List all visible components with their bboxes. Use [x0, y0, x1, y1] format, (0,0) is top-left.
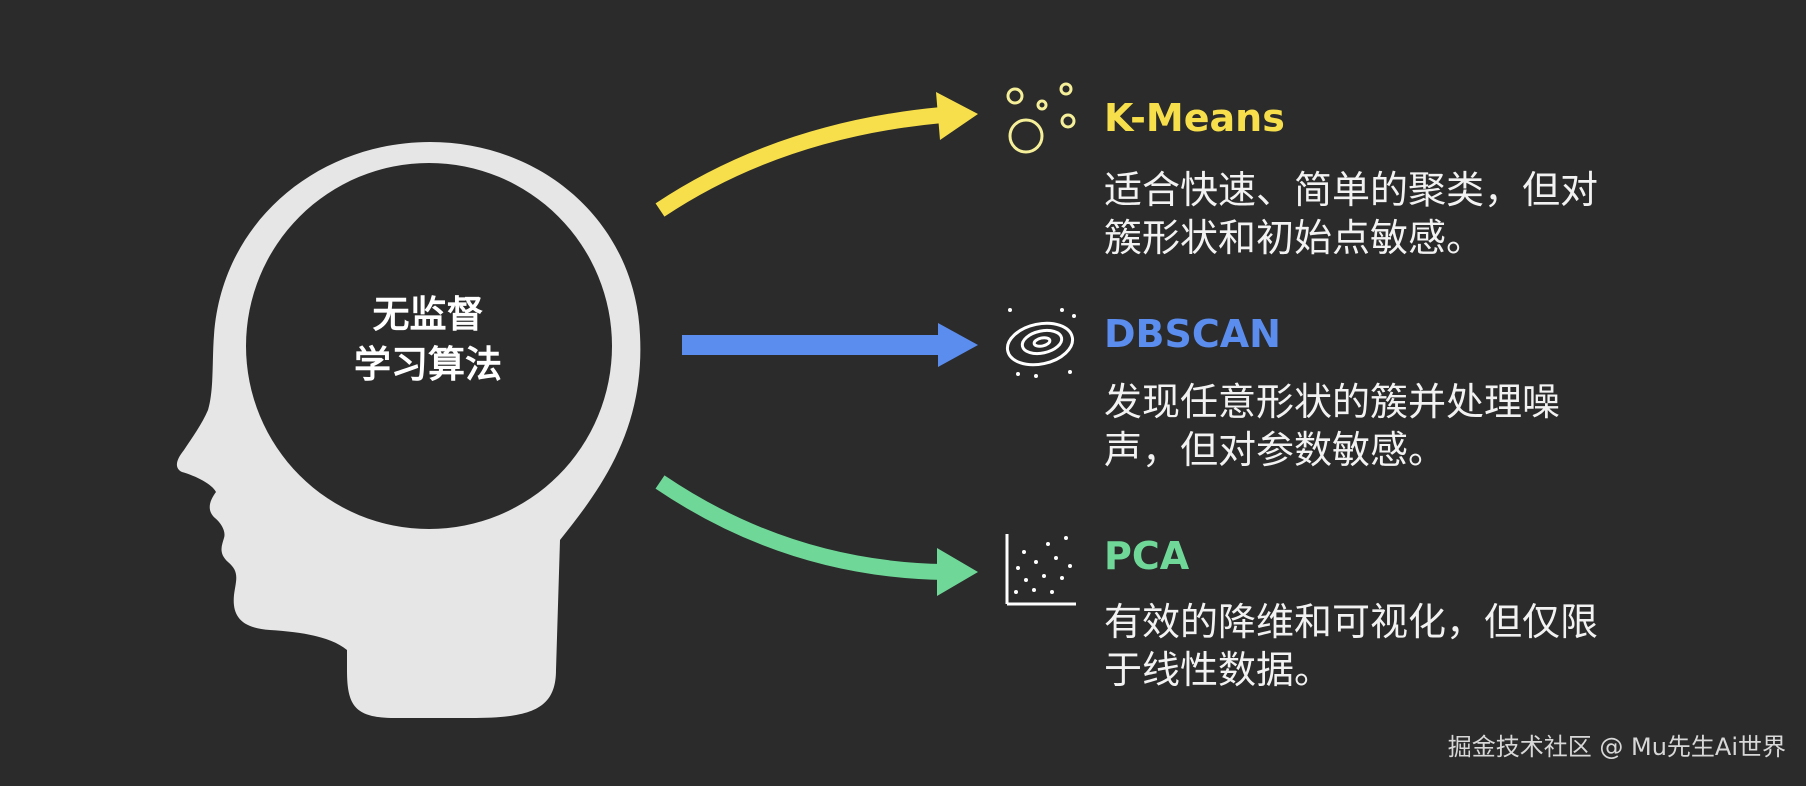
- algo-desc-pca: 有效的降维和可视化，但仅限 于线性数据。: [1104, 598, 1644, 694]
- arrow-dbscan-head: [938, 323, 978, 367]
- bubbles-icon: [1006, 82, 1076, 154]
- head-inner-circle: [246, 163, 612, 529]
- algo-desc-pca-line1: 有效的降维和可视化，但仅限: [1104, 600, 1599, 644]
- algo-desc-kmeans-line2: 簇形状和初始点敏感。: [1104, 216, 1485, 260]
- algo-name-kmeans: K-Means: [1104, 96, 1285, 140]
- center-title-line2: 学习算法: [354, 343, 502, 386]
- center-title-line1: 无监督: [372, 293, 484, 336]
- galaxy-icon: [1005, 308, 1076, 378]
- algo-desc-dbscan-line2: 声，但对参数敏感。: [1104, 428, 1447, 472]
- algo-desc-dbscan: 发现任意形状的簇并处理噪 声，但对参数敏感。: [1104, 378, 1644, 474]
- algo-desc-dbscan-line1: 发现任意形状的簇并处理噪: [1104, 380, 1561, 424]
- watermark-text: 掘金技术社区 @ Mu先生Ai世界: [1447, 733, 1786, 761]
- scatter-plot-icon: [1005, 534, 1076, 606]
- algo-desc-pca-line2: 于线性数据。: [1104, 648, 1333, 692]
- algo-desc-kmeans-line1: 适合快速、简单的聚类，但对: [1104, 168, 1599, 212]
- algo-name-pca: PCA: [1104, 534, 1190, 578]
- algo-name-dbscan: DBSCAN: [1104, 312, 1281, 356]
- arrow-pca-head: [937, 548, 978, 596]
- arrow-kmeans: [655, 107, 943, 217]
- algo-desc-kmeans: 适合快速、简单的聚类，但对 簇形状和初始点敏感。: [1104, 166, 1644, 262]
- center-title: 无监督 学习算法: [248, 290, 608, 390]
- arrow-pca: [655, 475, 946, 580]
- arrow-kmeans-head: [936, 92, 978, 140]
